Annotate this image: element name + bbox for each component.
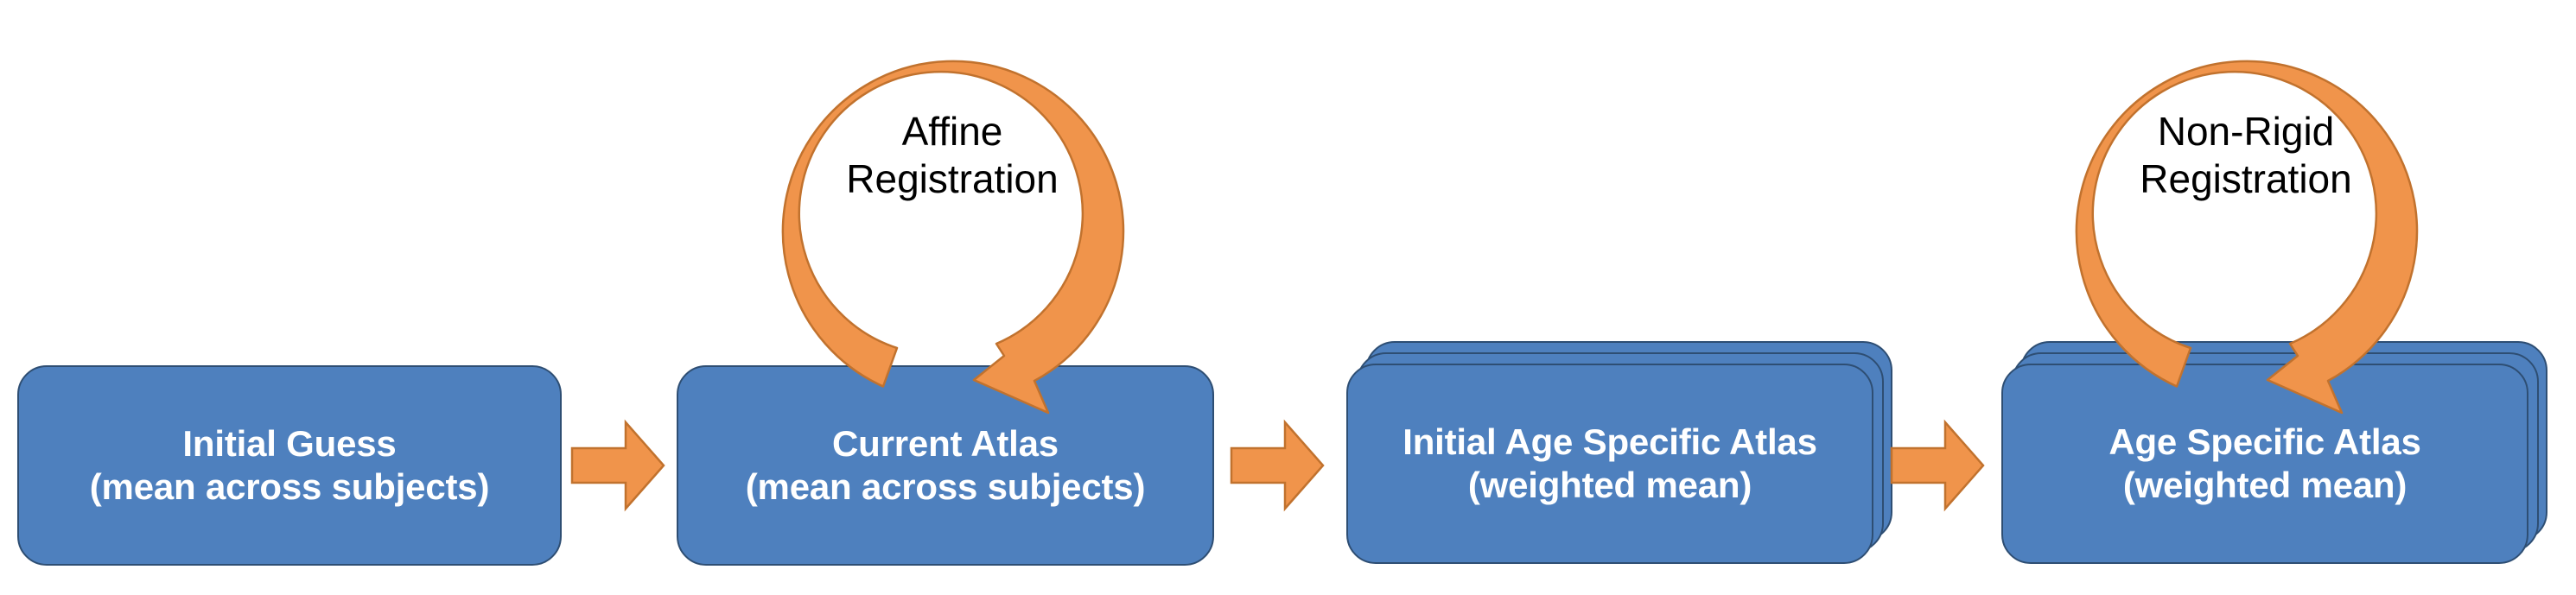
- process-box-initial-age-specific-atlas[interactable]: Initial Age Specific Atlas (weighted mea…: [1346, 364, 1873, 564]
- non-rigid-registration-loop-arrow-icon: [2047, 7, 2445, 415]
- process-box-label: Initial Guess (mean across subjects): [89, 423, 490, 507]
- flow-arrow-2-icon: [1230, 419, 1325, 512]
- flow-arrow-1-icon: [570, 419, 665, 512]
- process-box-current-atlas[interactable]: Current Atlas (mean across subjects): [677, 365, 1214, 566]
- process-box-label: Age Specific Atlas (weighted mean): [2109, 421, 2421, 505]
- flow-arrow-3-icon: [1890, 419, 1985, 512]
- affine-registration-loop-arrow-icon: [754, 7, 1151, 415]
- process-box-label: Initial Age Specific Atlas (weighted mea…: [1402, 421, 1817, 505]
- process-box-initial-guess[interactable]: Initial Guess (mean across subjects): [17, 365, 562, 566]
- process-box-age-specific-atlas[interactable]: Age Specific Atlas (weighted mean): [2001, 364, 2528, 564]
- process-box-label: Current Atlas (mean across subjects): [745, 423, 1146, 507]
